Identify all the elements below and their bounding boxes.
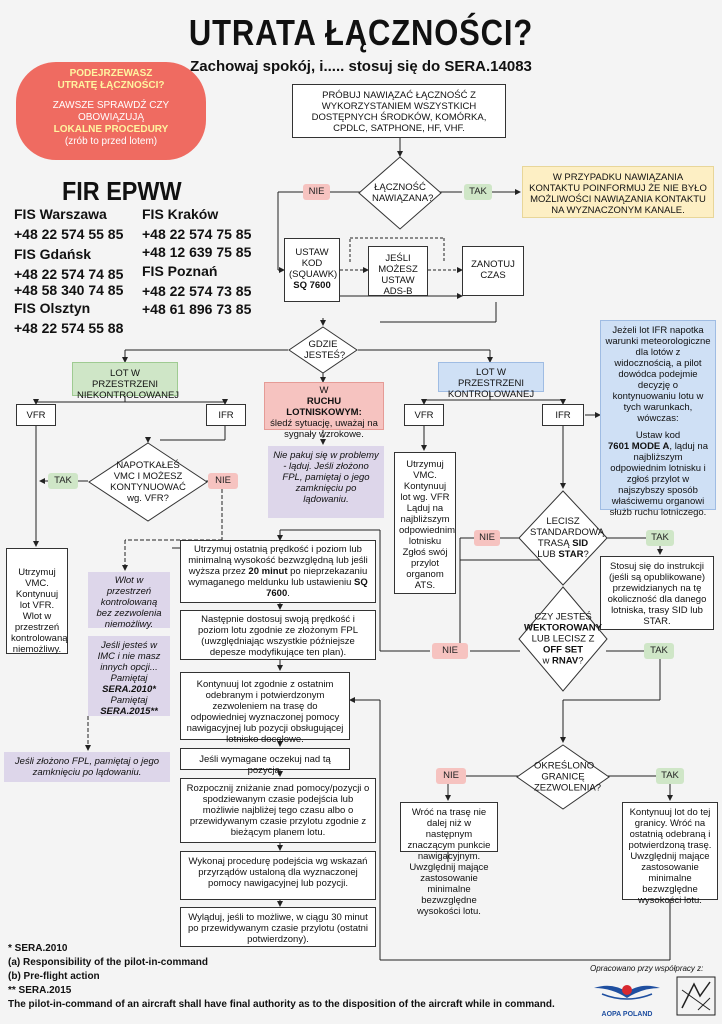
star-no-label: NIE [474,530,500,546]
fis-olsztyn-phone: +48 22 574 55 88 [14,320,124,336]
fis-krakow-phone-2: +48 12 639 75 85 [142,244,252,260]
bubble-line3: ZAWSZE SPRAWDŹ CZY [52,100,170,111]
fpl-close-note: Jeśli złożono FPL, pamiętaj o jego zamkn… [4,752,170,782]
bubble-line1: PODEJRZEWASZ [69,68,153,79]
step-3: Kontynuuj lot zgodnie z ostatnim odebran… [180,672,350,745]
vectored-question: CZY JESTEŚ WEKTOROWANY LUB LECISZ Z OFF … [524,611,602,667]
footer-line2: (a) Responsibility of the pilot-in-comma… [8,957,208,968]
controlled-vfr-box: VFR [404,404,444,426]
fis-poznan-name: FIS Poznań [142,263,218,279]
imc-note-sera2010: SERA.2010* [102,684,156,695]
partner-mark-icon [676,976,716,1016]
imc-note: Jeśli jesteś w IMC i nie masz innych opc… [88,636,170,717]
limit-yes-label: TAK [656,768,684,784]
vectored-yes-label: TAK [644,643,674,659]
aopa-logo: AOPA POLAND [592,978,662,1018]
limit-no-label: NIE [436,768,466,784]
squawk-text: USTAW KOD (SQUAWK) [289,247,338,280]
ifr-vmc-code: 7601 MODE A [608,441,670,452]
ifr-vmc-land: , ląduj na najbliższym odpowiednim lotni… [609,441,708,518]
try-contact-box: PRÓBUJ NAWIĄZAĆ ŁĄCZNOŚĆ Z WYKORZYSTANIE… [292,84,506,138]
imc-note-sera2015: SERA.2015** [100,706,158,717]
contact-yes-label: TAK [464,184,492,200]
bubble-line2: UTRATĘ ŁĄCZNOŚCI? [57,80,165,91]
contact-no-label: NIE [303,184,330,200]
ifr-vmc-info: Jeżeli lot IFR napotka warunki meteorolo… [600,320,716,518]
clearance-limit-question: OKREŚLONO GRANICĘ ZEZWOLENIA? [534,760,602,794]
step-2: Następnie dostosuj swoją prędkość i pozi… [180,610,376,660]
step-6: Wykonaj procedurę podejścia wg wskazań p… [180,851,376,900]
footer-line4: ** SERA.2015 [8,985,72,996]
footer-line5: The pilot-in-command of an aircraft shal… [8,999,555,1010]
step-1: Utrzymuj ostatnią prędkość i poziom lub … [180,540,376,603]
controlled-ifr-box: IFR [542,404,584,426]
aopa-wings-icon [594,985,660,1000]
vectored-no-label: NIE [432,643,468,659]
vmc-yes-label: TAK [48,473,78,489]
page-title: UTRATA ŁĄCZNOŚCI? [188,12,534,53]
fis-poznan-phone-1: +48 22 574 73 85 [142,283,252,299]
limit-no-info: Wróć na trasę nie dalej niż w następnym … [400,802,498,917]
vectored-decision: CZY JESTEŚ WEKTOROWANY LUB LECISZ Z OFF … [518,586,608,692]
uncontrolled-vfr-box: VFR [16,404,56,426]
squawk-code: SQ 7600 [293,280,331,291]
aopa-text: AOPA POLAND [601,1011,653,1018]
fis-gdansk-phone-2: +48 58 340 74 85 [14,282,124,298]
traffic-line1: W [319,385,329,396]
vmc-question: NAPOTKAŁEŚ VMC I MOŻESZ KONTYNUOWAĆ wg. … [110,460,186,504]
squawk-box: USTAW KOD (SQUAWK) SQ 7600 [284,238,340,302]
imc-note-text: Jeśli jesteś w IMC i nie masz innych opc… [97,640,161,684]
clearance-limit-decision: OKREŚLONO GRANICĘ ZEZWOLENIA? [516,744,610,810]
footer-line1: * SERA.2010 [8,943,68,954]
step-7: Wyląduj, jeśli to możliwe, w ciągu 30 mi… [180,907,376,947]
contact-decision: ŁĄCZNOŚĆ NAWIĄZANA? [358,156,442,230]
ifr-vmc-text: Jeżeli lot IFR napotka warunki meteorolo… [605,325,711,424]
traffic-line3: śledź sytuację, uważaj na sygnały wzroko… [270,418,378,440]
fis-warszawa-name: FIS Warszawa [14,206,107,222]
star-yes-label: TAK [646,530,674,546]
step-4: Jeśli wymagane oczekuj nad tą pozycją. [180,748,350,776]
star-yes-info: Stosuj się do instrukcji (jeśli są opubl… [600,556,714,630]
vmc-decision: NAPOTKAŁEŚ VMC I MOŻESZ KONTYNUOWAĆ wg. … [88,442,208,522]
aerodrome-traffic-box: W RUCHU LOTNISKOWYM: śledź sytuację, uwa… [264,382,384,440]
fis-krakow-name: FIS Kraków [142,206,219,222]
star-decision: LECISZ STANDARDOWĄ TRASĄ SID LUB STAR? [518,490,608,586]
fis-warszawa-phone: +48 22 574 55 85 [14,226,124,242]
controlled-vfr-info: Utrzymuj VMC. Kontynuuj lot wg. VFR Lądu… [394,452,456,594]
bubble-line5: LOKALNE PROCEDURY [53,124,169,135]
where-decision: GDZIE JESTEŚ? [288,326,358,374]
uncontrolled-airspace-box: LOT W PRZESTRZENI NIEKONTROLOWANEJ [72,362,179,401]
fis-gdansk-phone-1: +48 22 574 74 85 [14,266,124,282]
aerodrome-traffic-note: Nie pakuj się w problemy - ląduj. Jeśli … [268,446,384,518]
bubble-line6: (zrób to przed lotem) [64,136,158,147]
footer-line3: (b) Pre-flight action [8,971,100,982]
adsb-box: JEŚLI MOŻESZ USTAW ADS-B [368,246,428,297]
fis-olsztyn-name: FIS Olsztyn [14,300,91,316]
fis-gdansk-name: FIS Gdańsk [14,246,92,262]
where-question: GDZIE JESTEŚ? [304,339,346,361]
credit-text: Opracowano przy współpracy z: [590,964,704,973]
footer-notes: * SERA.2010 (a) Responsibility of the pi… [8,942,555,1012]
step-5: Rozpocznij zniżanie znad pomocy/pozycji … [180,778,376,843]
fis-krakow-phone-1: +48 22 574 75 85 [142,226,252,242]
traffic-line2: RUCHU LOTNISKOWYM: [286,396,362,418]
no-clearance-note: Wlot w przestrzeń kontrolowaną bez zezwo… [88,572,170,630]
ifr-vmc-set-code: Ustaw kod [635,430,681,441]
imc-note-remember: Pamiętaj [110,695,148,706]
uncontrolled-ifr-box: IFR [206,404,246,426]
controlled-airspace-box: LOT W PRZESTRZENI KONTROLOWANEJ [438,362,544,400]
keep-vmc-box: Utrzymuj VMC. Kontynuuj lot VFR. Wlot w … [6,548,68,655]
contact-yes-info: W PRZYPADKU NAWIĄZANIA KONTAKTU POINFORM… [522,166,714,218]
bubble-line4: OBOWIĄZUJĄ [77,112,145,123]
vmc-no-label: NIE [208,473,238,489]
contact-question: ŁĄCZNOŚĆ NAWIĄZANA? [372,182,434,204]
star-question: LECISZ STANDARDOWĄ TRASĄ SID LUB STAR? [530,516,605,560]
limit-yes-info: Kontynuuj lot do tej granicy. Wróć na os… [622,802,718,906]
fir-title: FIR EPWW [62,176,182,206]
local-procedures-bubble: PODEJRZEWASZ UTRATĘ ŁĄCZNOŚCI? ZAWSZE SP… [16,62,206,160]
fis-poznan-phone-2: +48 61 896 73 85 [142,301,252,317]
note-time-box: ZANOTUJ CZAS [462,246,524,296]
page-subtitle: Zachowaj spokój, i..... stosuj się do SE… [190,58,532,75]
partner-logo [676,976,716,1016]
